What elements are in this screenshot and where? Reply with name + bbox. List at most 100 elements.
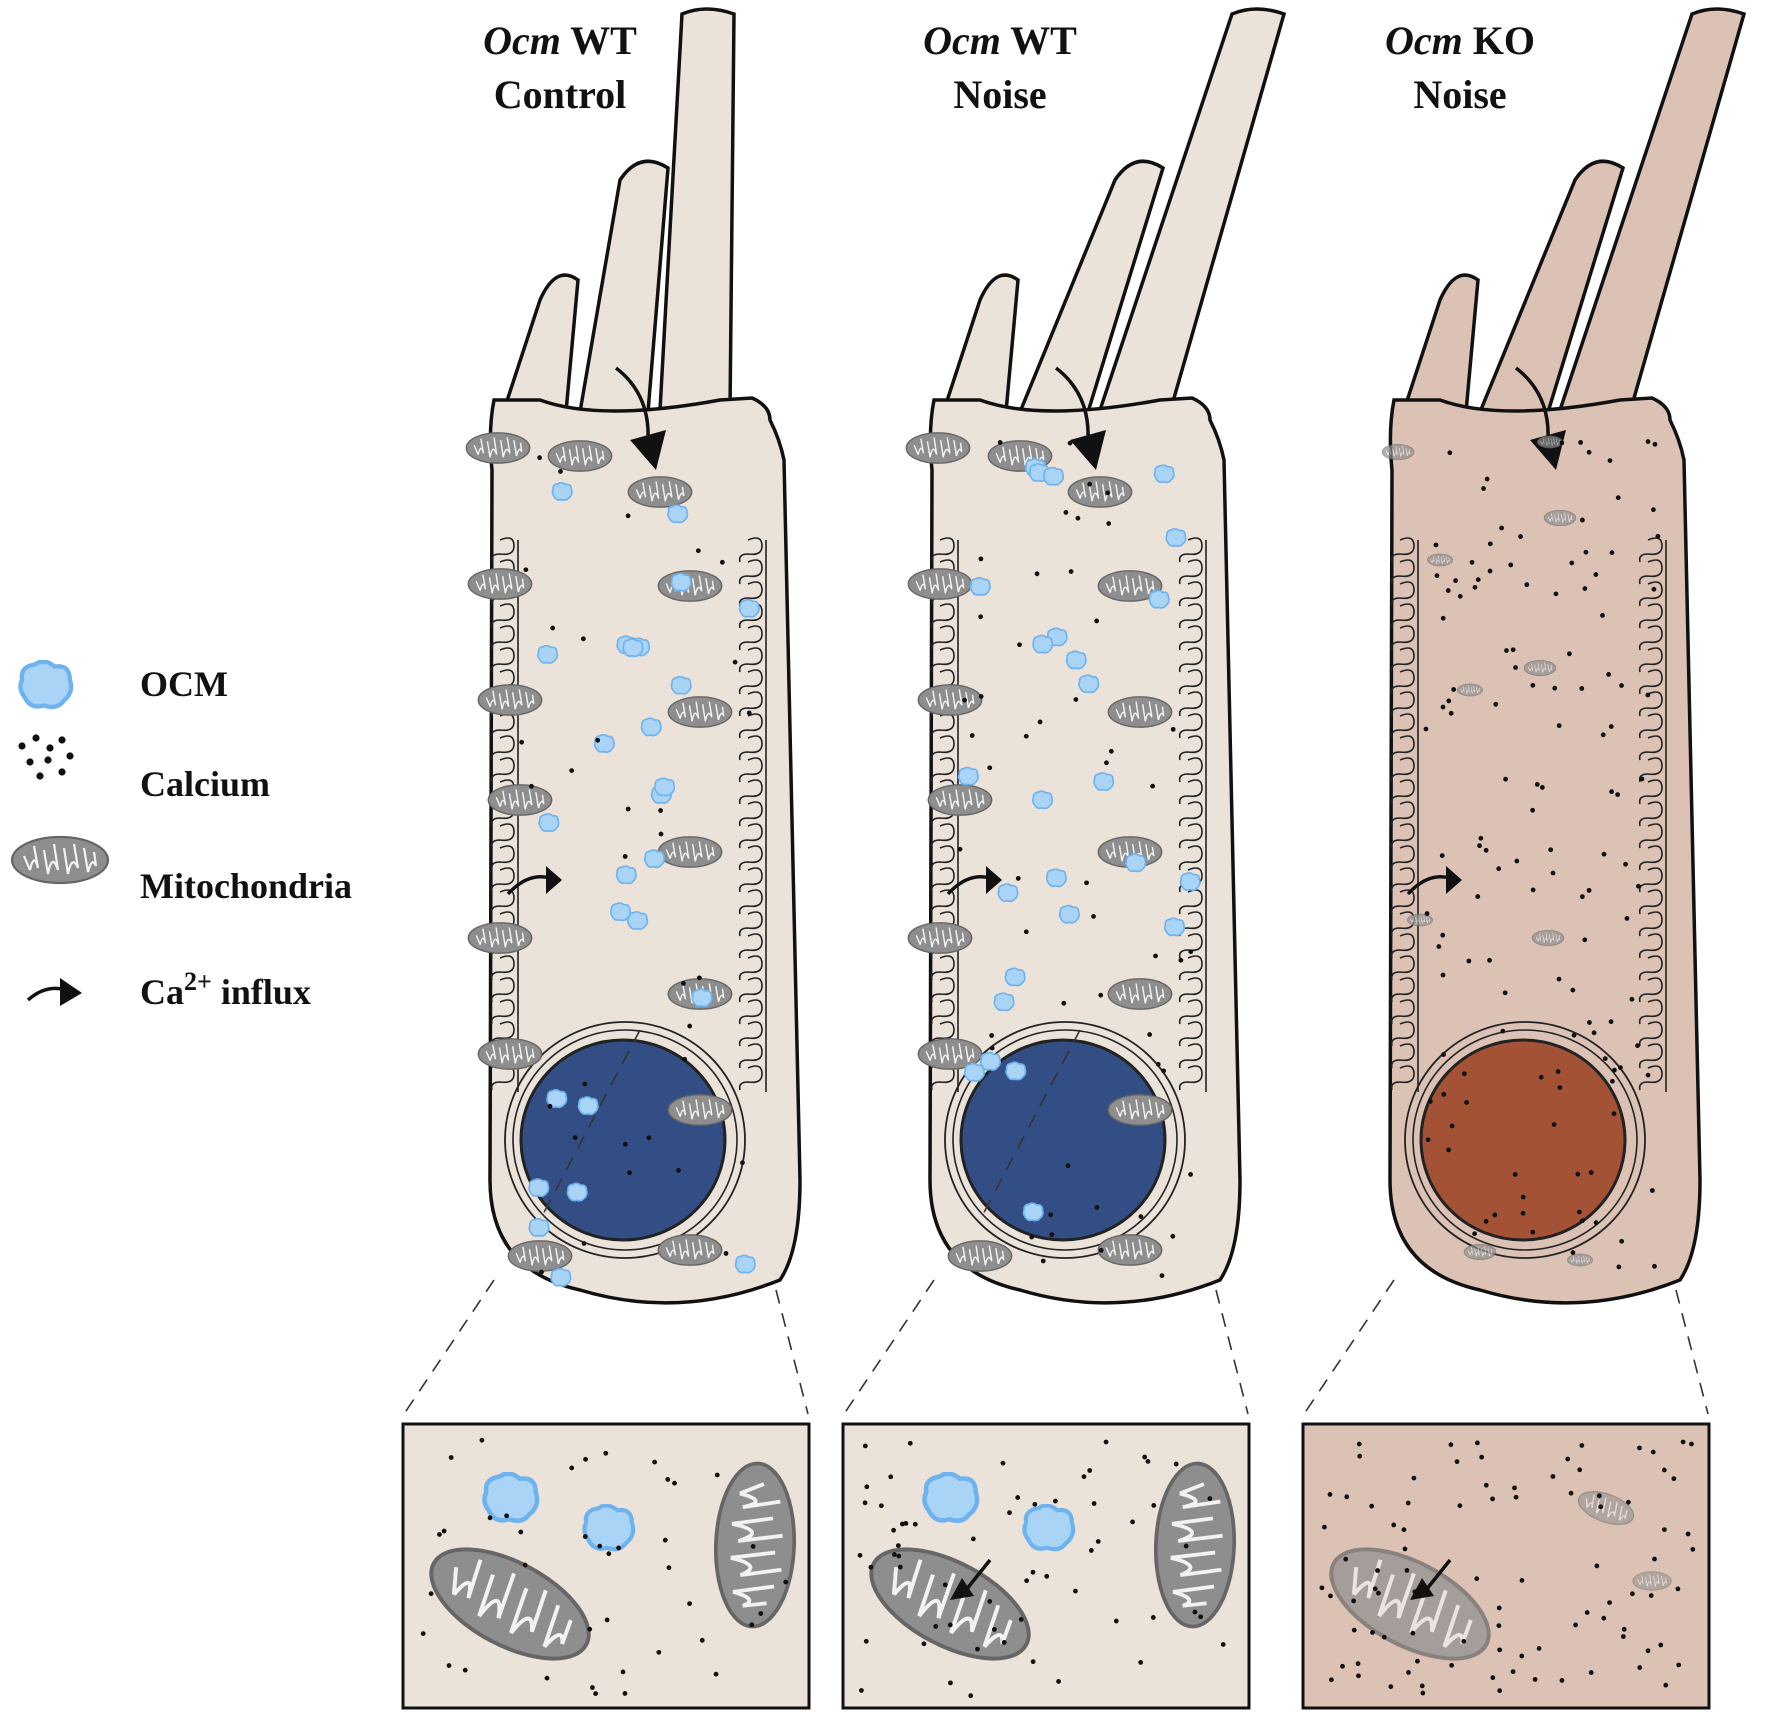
panel-title: Ocm WT: [923, 18, 1077, 63]
mitochondrion: [1406, 913, 1434, 927]
legend-mitochondria-label: Mitochondria: [140, 866, 352, 906]
zoom-line-left: [403, 1279, 495, 1415]
ocm-protein: [550, 1267, 572, 1287]
inset-calcium-dots: [420, 1437, 789, 1696]
ocm-protein: [1153, 464, 1175, 484]
mitochondrion: [1456, 683, 1484, 697]
ca-influx-arrow-top: [1054, 366, 1106, 470]
legend-influx-label: Ca2+ influx: [140, 967, 311, 1012]
zoom-line-left: [843, 1279, 935, 1415]
ocm-protein: [537, 644, 559, 664]
ocm-protein: [1042, 466, 1065, 486]
mitochondrion: [947, 1239, 1013, 1273]
mitochondrion: [1463, 1243, 1497, 1261]
ocm-protein: [615, 865, 637, 885]
ca-influx-arrow-side: [506, 866, 562, 896]
ocm-protein: [1093, 772, 1115, 792]
legend-mitochondria-icon: [10, 835, 110, 885]
mitochondrion: [507, 1239, 573, 1273]
mitochondrion: [1097, 1233, 1163, 1267]
calcium-dots: [519, 455, 752, 1275]
mitochondrion: [1107, 695, 1173, 729]
ocm-protein: [1148, 589, 1170, 609]
ocm-protein: [593, 734, 615, 753]
legend-ocm-label: OCM: [140, 664, 228, 704]
endoplasmic-reticulum: [1178, 537, 1207, 1092]
mitochondrion: [1107, 977, 1173, 1011]
ocm-protein: [969, 577, 991, 596]
calcium-dots: [1423, 439, 1661, 1270]
mitochondrion: [467, 921, 533, 955]
ocm-protein: [734, 1254, 756, 1274]
mitochondrion: [1531, 929, 1565, 947]
ocm-protein: [566, 1182, 588, 1202]
panel-title: Ocm KO: [1385, 18, 1535, 63]
ocm-protein: [622, 638, 644, 658]
ocm-protein: [1078, 674, 1100, 694]
panel-subtitle: Noise: [953, 72, 1046, 117]
zoom-line-right: [1215, 1289, 1249, 1415]
ocm-protein: [1179, 872, 1201, 892]
ocm-protein: [1065, 650, 1087, 670]
mitochondrion: [1067, 475, 1133, 509]
mitochondrion: [907, 921, 973, 955]
panel-subtitle: Noise: [1413, 72, 1506, 117]
ca-influx-arrow-side: [1406, 866, 1462, 896]
ocm-protein: [957, 766, 979, 786]
ocm-protein: [643, 849, 665, 869]
mitochondrion: [467, 567, 533, 601]
ocm-protein: [577, 1096, 599, 1116]
panel-3: Ocm KO Noise: [1301, 7, 1747, 1710]
zoom-line-right: [1675, 1289, 1709, 1415]
mitochondrion: [927, 783, 993, 817]
ocm-protein: [1163, 917, 1186, 937]
nucleus: [1404, 1021, 1646, 1259]
mitochondrion: [627, 475, 693, 509]
panel-2: Ocm WT Noise: [841, 7, 1287, 1710]
ca-influx-arrow-top: [614, 366, 666, 470]
legend-calcium-label: Calcium: [140, 764, 270, 804]
panel-subtitle: Control: [494, 72, 627, 117]
ocm-protein: [667, 504, 689, 524]
ocm-protein: [1032, 634, 1054, 654]
stereocilia-bundle: [1401, 7, 1747, 414]
ocm-protein: [997, 883, 1019, 903]
ocm-protein: [1022, 1202, 1044, 1222]
panel-title: Ocm WT: [483, 18, 637, 63]
legend-influx-arrow-icon: [26, 978, 82, 1006]
inset-ocm-protein: [1024, 1505, 1073, 1549]
ocm-protein: [1045, 868, 1067, 888]
ocm-protein: [1125, 853, 1147, 873]
mitochondrion: [917, 683, 983, 717]
mitochondrion: [667, 1093, 733, 1127]
mitochondrion: [1536, 435, 1564, 449]
ocm-protein: [528, 1218, 550, 1237]
mitochondrion: [657, 835, 723, 869]
ocm-protein: [738, 598, 760, 618]
ca-influx-arrow-side: [946, 866, 1002, 896]
ocm-protein: [538, 813, 560, 833]
zoom-line-left: [1303, 1279, 1395, 1415]
ocm-protein: [1031, 790, 1054, 810]
zoom-inset: [1301, 1422, 1711, 1710]
panels: Ocm WT Control Ocm WT Noise Ocm KO Noise: [401, 7, 1747, 1710]
ocm-protein: [640, 717, 662, 737]
ocm-protein: [691, 988, 713, 1008]
ocm-protein: [670, 572, 692, 592]
ocm-protein: [654, 777, 676, 797]
ocm-protein: [979, 1051, 1002, 1071]
ocm-protein: [993, 992, 1015, 1012]
inset-ocm-protein: [484, 1474, 537, 1521]
ocm-protein: [528, 1178, 550, 1198]
inset-damaged-mitochondrion: [1632, 1571, 1672, 1591]
ocm-protein: [670, 675, 692, 695]
mitochondrion: [465, 431, 531, 465]
mitochondrion: [477, 683, 543, 717]
zoom-inset: [401, 1422, 811, 1710]
mitochondrion: [1426, 553, 1454, 567]
calcium-dots: [957, 440, 1194, 1279]
mitochondrion: [487, 783, 553, 817]
inset-calcium-dots: [857, 1439, 1226, 1699]
